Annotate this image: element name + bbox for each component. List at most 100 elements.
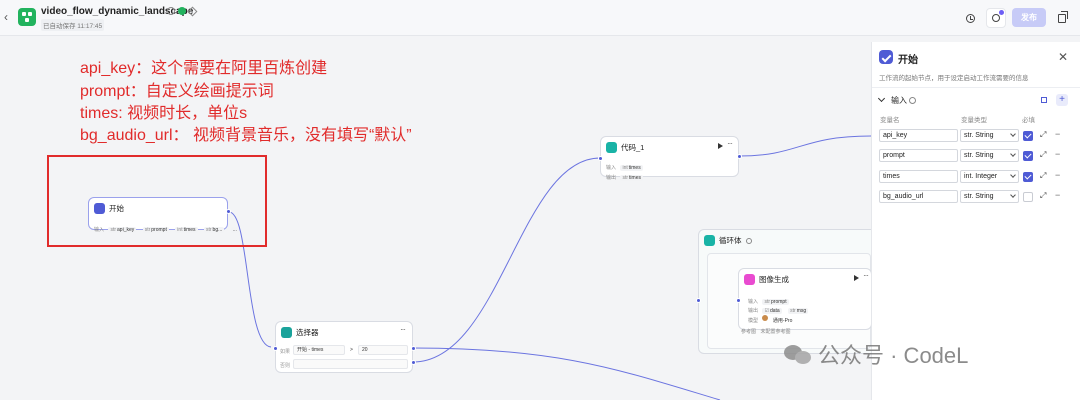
image-gen-output-chip: strmsg	[788, 308, 809, 314]
collaborators-button[interactable]	[986, 8, 1006, 28]
required-checkbox[interactable]	[1023, 151, 1033, 161]
more-icon[interactable]: ···	[727, 139, 733, 148]
column-header-name: 变量名	[880, 117, 900, 124]
model-icon	[762, 314, 769, 321]
image-gen-output-label: 输出	[748, 308, 759, 314]
variable-type-select[interactable]: str. String	[960, 149, 1019, 162]
variable-type-select[interactable]: str. String	[960, 129, 1019, 142]
start-input-chip: strbg...	[203, 227, 225, 233]
variable-name-input[interactable]: bg_audio_url	[879, 190, 958, 203]
chevron-down-icon	[1010, 192, 1016, 198]
condition-reference[interactable]: 开始 - times	[293, 345, 345, 355]
remove-icon[interactable]: −	[1055, 170, 1061, 180]
panel-title: 开始	[898, 55, 918, 66]
add-variable-button[interactable]: +	[1056, 94, 1068, 106]
app-logo-icon	[18, 8, 36, 26]
selector-node-title: 选择器	[296, 328, 319, 337]
image-gen-node-title: 图像生成	[759, 275, 789, 284]
image-gen-input-row: 输入 strprompt	[748, 290, 791, 308]
ref-image-value: 未配置参考图	[760, 329, 791, 335]
image-gen-icon	[744, 274, 755, 285]
start-node[interactable]: 开始 输入 strapi_key strprompt inttimes strb…	[88, 197, 239, 233]
expand-icon[interactable]: ⤢	[1040, 150, 1047, 159]
image-gen-input-port[interactable]	[736, 298, 741, 303]
image-gen-node[interactable]: 图像生成 ··· 输入 strprompt 输出 ☑data strmsg 模型…	[736, 268, 872, 335]
loop-info-icon[interactable]	[745, 237, 752, 244]
autosave-status: 已自动保存 11:17:45	[41, 19, 105, 31]
selector-if-port[interactable]	[411, 346, 416, 351]
node-config-panel: 开始 ✕ 工作流的起始节点，用于设定启动工作流需要的信息 输入 + 变量名 变量…	[871, 42, 1080, 400]
run-icon[interactable]	[854, 275, 859, 281]
variable-name-input[interactable]: prompt	[879, 149, 958, 162]
variable-name-input[interactable]: times	[879, 170, 958, 183]
chevron-down-icon	[1010, 131, 1016, 137]
else-branch[interactable]	[293, 359, 408, 369]
column-header-required: 必填	[1022, 117, 1035, 124]
code-node-title: 代码_1	[621, 143, 645, 152]
run-icon[interactable]	[718, 143, 723, 149]
image-gen-model-row: 模型 通用-Pro	[748, 309, 792, 327]
start-node-title: 开始	[109, 204, 124, 213]
start-output-port[interactable]	[226, 209, 231, 214]
condition-value[interactable]: 20	[358, 345, 408, 355]
annotation-api-key: api_key：这个需要在阿里百炼创建	[80, 60, 328, 77]
remove-icon[interactable]: −	[1055, 129, 1061, 139]
close-icon[interactable]: ✕	[1058, 50, 1069, 64]
more-icon[interactable]: ···	[863, 271, 869, 280]
if-label: 如果	[280, 349, 291, 355]
image-gen-node-header: 图像生成	[744, 274, 789, 285]
column-header-type: 变量类型	[961, 117, 987, 124]
remove-icon[interactable]: −	[1055, 190, 1061, 200]
copy-button[interactable]	[1052, 8, 1072, 28]
publish-button[interactable]: 发布	[1012, 8, 1046, 27]
back-chevron-icon[interactable]: ‹	[4, 10, 8, 24]
variable-type-select[interactable]: int. Integer	[960, 170, 1019, 183]
top-bar: ‹ video_flow_dynamic_landscape 已自动保存 11:…	[0, 0, 1080, 36]
required-checkbox[interactable]	[1023, 131, 1033, 141]
info-icon[interactable]	[167, 7, 175, 15]
app-title: video_flow_dynamic_landscape	[41, 6, 194, 17]
watermark: 公众号 · CodeL	[784, 338, 968, 370]
edit-icon[interactable]	[187, 6, 198, 16]
code-node[interactable]: 代码_1 ··· 输入 inttimes 输出 strtimes	[598, 136, 742, 181]
chevron-down-icon[interactable]	[877, 94, 886, 103]
image-gen-input-label: 输入	[748, 299, 759, 305]
chevron-down-icon	[1010, 172, 1016, 178]
code-input-label: 输入	[606, 165, 617, 171]
annotation-highlight-box	[47, 155, 267, 247]
start-icon	[879, 50, 893, 64]
start-node-header: 开始	[94, 203, 124, 214]
history-button[interactable]	[960, 8, 980, 28]
selector-input-port[interactable]	[273, 346, 278, 351]
loop-icon	[704, 235, 715, 246]
history-icon	[965, 13, 975, 23]
selector-else-port[interactable]	[411, 360, 416, 365]
variable-name-input[interactable]: api_key	[879, 129, 958, 142]
import-icon	[1041, 97, 1047, 103]
code-node-output-row: 输出 strtimes	[606, 166, 645, 184]
expand-icon[interactable]: ⤢	[1040, 191, 1047, 200]
expand-icon[interactable]: ⤢	[1040, 171, 1047, 180]
watermark-text: 公众号 · CodeL	[818, 343, 969, 368]
loop-input-port[interactable]	[696, 298, 701, 303]
code-output-port[interactable]	[737, 154, 742, 159]
condition-operator[interactable]: >	[350, 347, 353, 353]
start-more-chip[interactable]: ...	[230, 227, 239, 233]
code-input-chip: inttimes	[620, 165, 643, 171]
required-checkbox[interactable]	[1023, 192, 1033, 202]
more-icon[interactable]: ···	[400, 325, 406, 334]
code-output-label: 输出	[606, 175, 617, 181]
selector-node[interactable]: 选择器 ··· 如果 开始 - times > 20 否则	[273, 321, 416, 373]
remove-icon[interactable]: −	[1055, 149, 1061, 159]
notification-dot	[999, 10, 1004, 15]
code-node-input-row: 输入 inttimes	[606, 156, 645, 174]
code-input-port[interactable]	[598, 156, 603, 161]
start-input-chip: strprompt	[142, 227, 169, 233]
expand-icon[interactable]: ⤢	[1040, 130, 1047, 139]
image-gen-input-chip: strprompt	[762, 299, 789, 305]
start-node-inputs: 输入 strapi_key strprompt inttimes strbg..…	[94, 218, 241, 236]
required-checkbox[interactable]	[1023, 172, 1033, 182]
variable-type-select[interactable]: str. String	[960, 190, 1019, 203]
import-button[interactable]	[1038, 94, 1050, 106]
info-icon[interactable]	[909, 97, 916, 104]
